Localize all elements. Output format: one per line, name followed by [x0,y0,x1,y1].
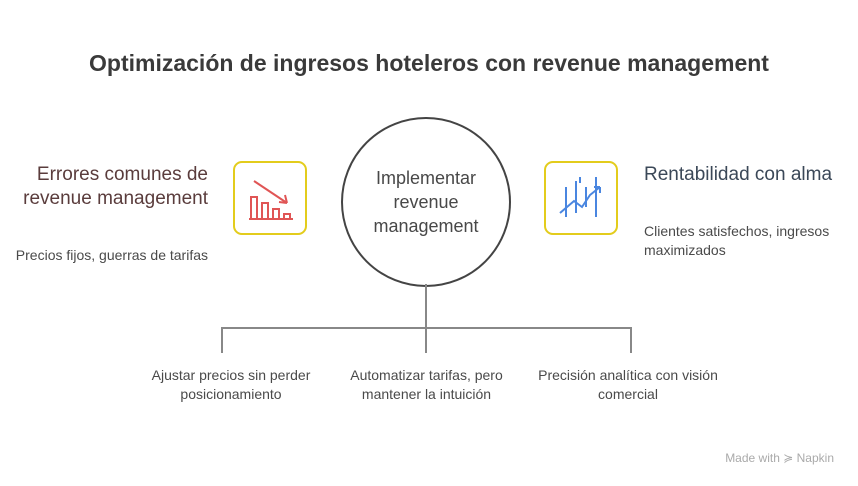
declining-chart-icon [233,161,307,235]
made-with-label: Made with [725,451,780,465]
branch-1: Ajustar precios sin perder posicionamien… [151,367,311,402]
left-text: Precios fijos, guerras de tarifas [15,247,208,263]
connector-middle [425,327,427,353]
right-text: Clientes satisfechos, ingresos maximizad… [644,223,830,258]
right-heading: Rentabilidad con alma [644,164,833,185]
connector-trunk [425,284,427,328]
napkin-logo-icon: ≽ [783,451,794,465]
connector-right [630,327,632,353]
napkin-brand: Napkin [796,451,834,465]
growth-chart-icon [544,161,618,235]
center-label: Implementar revenue management [373,168,479,236]
left-heading: Errores comunes de revenue management [23,164,208,209]
branch-2: Automatizar tarifas, pero mantener la in… [350,367,503,402]
center-node: Implementar revenue management [341,117,511,287]
footer: Made with ≽ Napkin [725,451,834,465]
connector-left [221,327,223,353]
branch-3: Precisión analítica con visión comercial [538,367,718,402]
page-title: Optimización de ingresos hoteleros con r… [89,50,769,76]
